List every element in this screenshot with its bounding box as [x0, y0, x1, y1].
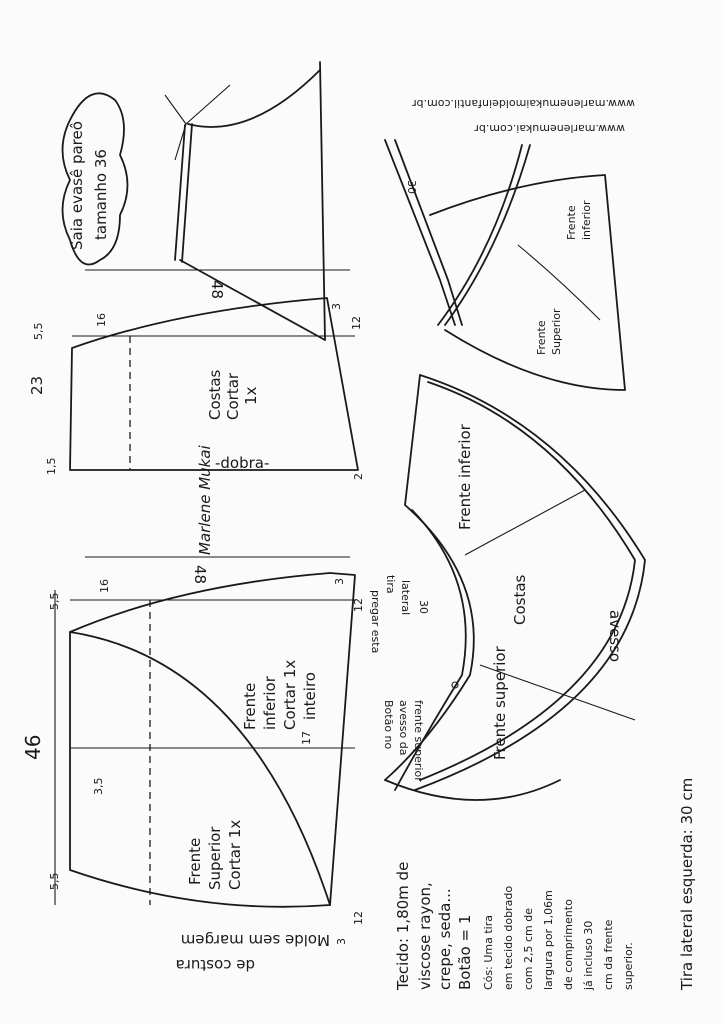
front-lower-label-1: Frente — [241, 683, 259, 730]
costas-label-1: Costas — [206, 369, 224, 420]
url-1[interactable]: www.marlenemukai.com.br — [474, 122, 625, 135]
left-tie-note: Tira lateral esquerda: 30 cm — [678, 778, 696, 991]
wrap-label-front-lower: Frente — [565, 205, 578, 240]
notes: Tecido: 1,80m de viscose rayon, crepe, s… — [394, 778, 696, 991]
front-upper-label-2: Superior — [206, 826, 224, 890]
costas-bottom-right: 2 — [352, 473, 365, 480]
costas-top-right: 3 — [330, 303, 343, 310]
seam-note-1: Molde sem margem — [181, 931, 330, 949]
assembled-label-costas: Costas — [511, 574, 529, 625]
title-line2: tamanho 36 — [92, 149, 110, 240]
wrap-tie-length: 30 — [405, 180, 418, 194]
seam-note-2: de costura — [175, 956, 255, 974]
front-lower-label-4: inteiro — [301, 672, 319, 720]
signature: Marlene Mukai — [196, 444, 214, 555]
costas-fold: -dobra- — [215, 454, 269, 472]
costas-top-offset: 16 — [95, 313, 108, 327]
costas-label-3: 1x — [242, 386, 260, 405]
waistband-note-7: cm da frente — [602, 919, 615, 990]
front-middle: 17 — [300, 731, 313, 745]
front-width: 48 — [191, 565, 209, 584]
assembled-label-front-upper: Frente superior — [491, 645, 509, 760]
costas-right: 12 — [350, 316, 363, 330]
costas-bottom-left: 1,5 — [45, 458, 58, 476]
title-line1: Saia evasê pareô — [68, 121, 86, 250]
front-bottom-left: 5,5 — [48, 873, 61, 891]
costas-width: 48 — [208, 280, 226, 299]
waistband-note-2: em tecido dobrado — [502, 886, 515, 990]
assembled-skirt-view: Frente inferior Costas avesso Frente sup… — [369, 374, 646, 801]
waistband-note-4: largura por 1,06m — [542, 890, 555, 990]
front-top-offset: 16 — [98, 579, 111, 593]
front-upper-label-1: Frente — [186, 838, 204, 885]
waistband-note-6: já incluso 30 — [582, 921, 595, 991]
waistband-note-5: de comprimento — [562, 899, 575, 990]
front-pattern-piece: 48 46 5,5 16 3 12 17 3,5 5,5 3 12 Frente… — [21, 556, 365, 945]
front-right-bottom: 12 — [352, 911, 365, 925]
costas-height: 23 — [28, 376, 46, 395]
front-lower-label-3: Cortar 1x — [281, 660, 299, 730]
costas-top-left: 5,5 — [32, 323, 45, 341]
fabric-note-1: Tecido: 1,80m de — [394, 862, 412, 991]
title-cloud: Saia evasê pareô tamanho 36 — [61, 92, 129, 266]
wrap-view: 30 Frente inferior Frente Superior — [384, 139, 626, 391]
fabric-note-2: viscose rayon, — [416, 882, 434, 990]
front-bottom-right: 3 — [335, 938, 348, 945]
button-note-3: frente superior — [412, 700, 425, 782]
front-left-mid: 3,5 — [92, 778, 105, 796]
front-top-right: 3 — [333, 578, 346, 585]
tie-note-2: tira — [384, 575, 397, 594]
button-note-1: Botão no — [382, 700, 395, 750]
button-note-2: avesso da — [397, 700, 410, 755]
waistband-note-1: Cós: Uma tira — [482, 915, 495, 990]
wrap-label-front-upper: Frente — [535, 320, 548, 355]
url-2[interactable]: www.marlenemukaimoldeinfantil.com.br — [412, 97, 635, 110]
fabric-note-3: crepe, seda... — [436, 888, 454, 990]
tie-note-3: lateral — [399, 580, 412, 615]
wrap-label-front-lower-2: inferior — [580, 200, 593, 240]
front-right-top: 12 — [352, 598, 365, 612]
front-lower-label-2: inferior — [261, 675, 279, 730]
assembled-label-avesso: avesso — [606, 610, 624, 662]
assembled-label-front-lower: Frente inferior — [456, 423, 474, 530]
costas-label-2: Cortar — [224, 372, 242, 420]
wrap-label-front-upper-2: Superior — [550, 308, 563, 355]
costas-pattern-piece: 48 5,5 16 3 12 23 1,5 2 Costas Cortar 1x… — [28, 269, 365, 480]
waistband-note-3: com 2,5 cm de — [522, 908, 535, 990]
front-height: 46 — [21, 735, 45, 760]
button-count: Botão = 1 — [456, 915, 474, 990]
assembled-tie-length: 30 — [417, 600, 430, 614]
front-top-left: 5,5 — [48, 593, 61, 611]
skirt-sketch — [164, 61, 326, 341]
waistband-note-8: superior. — [622, 942, 635, 990]
front-upper-label-3: Cortar 1x — [226, 820, 244, 890]
tie-note-1: pregar esta — [369, 590, 382, 653]
